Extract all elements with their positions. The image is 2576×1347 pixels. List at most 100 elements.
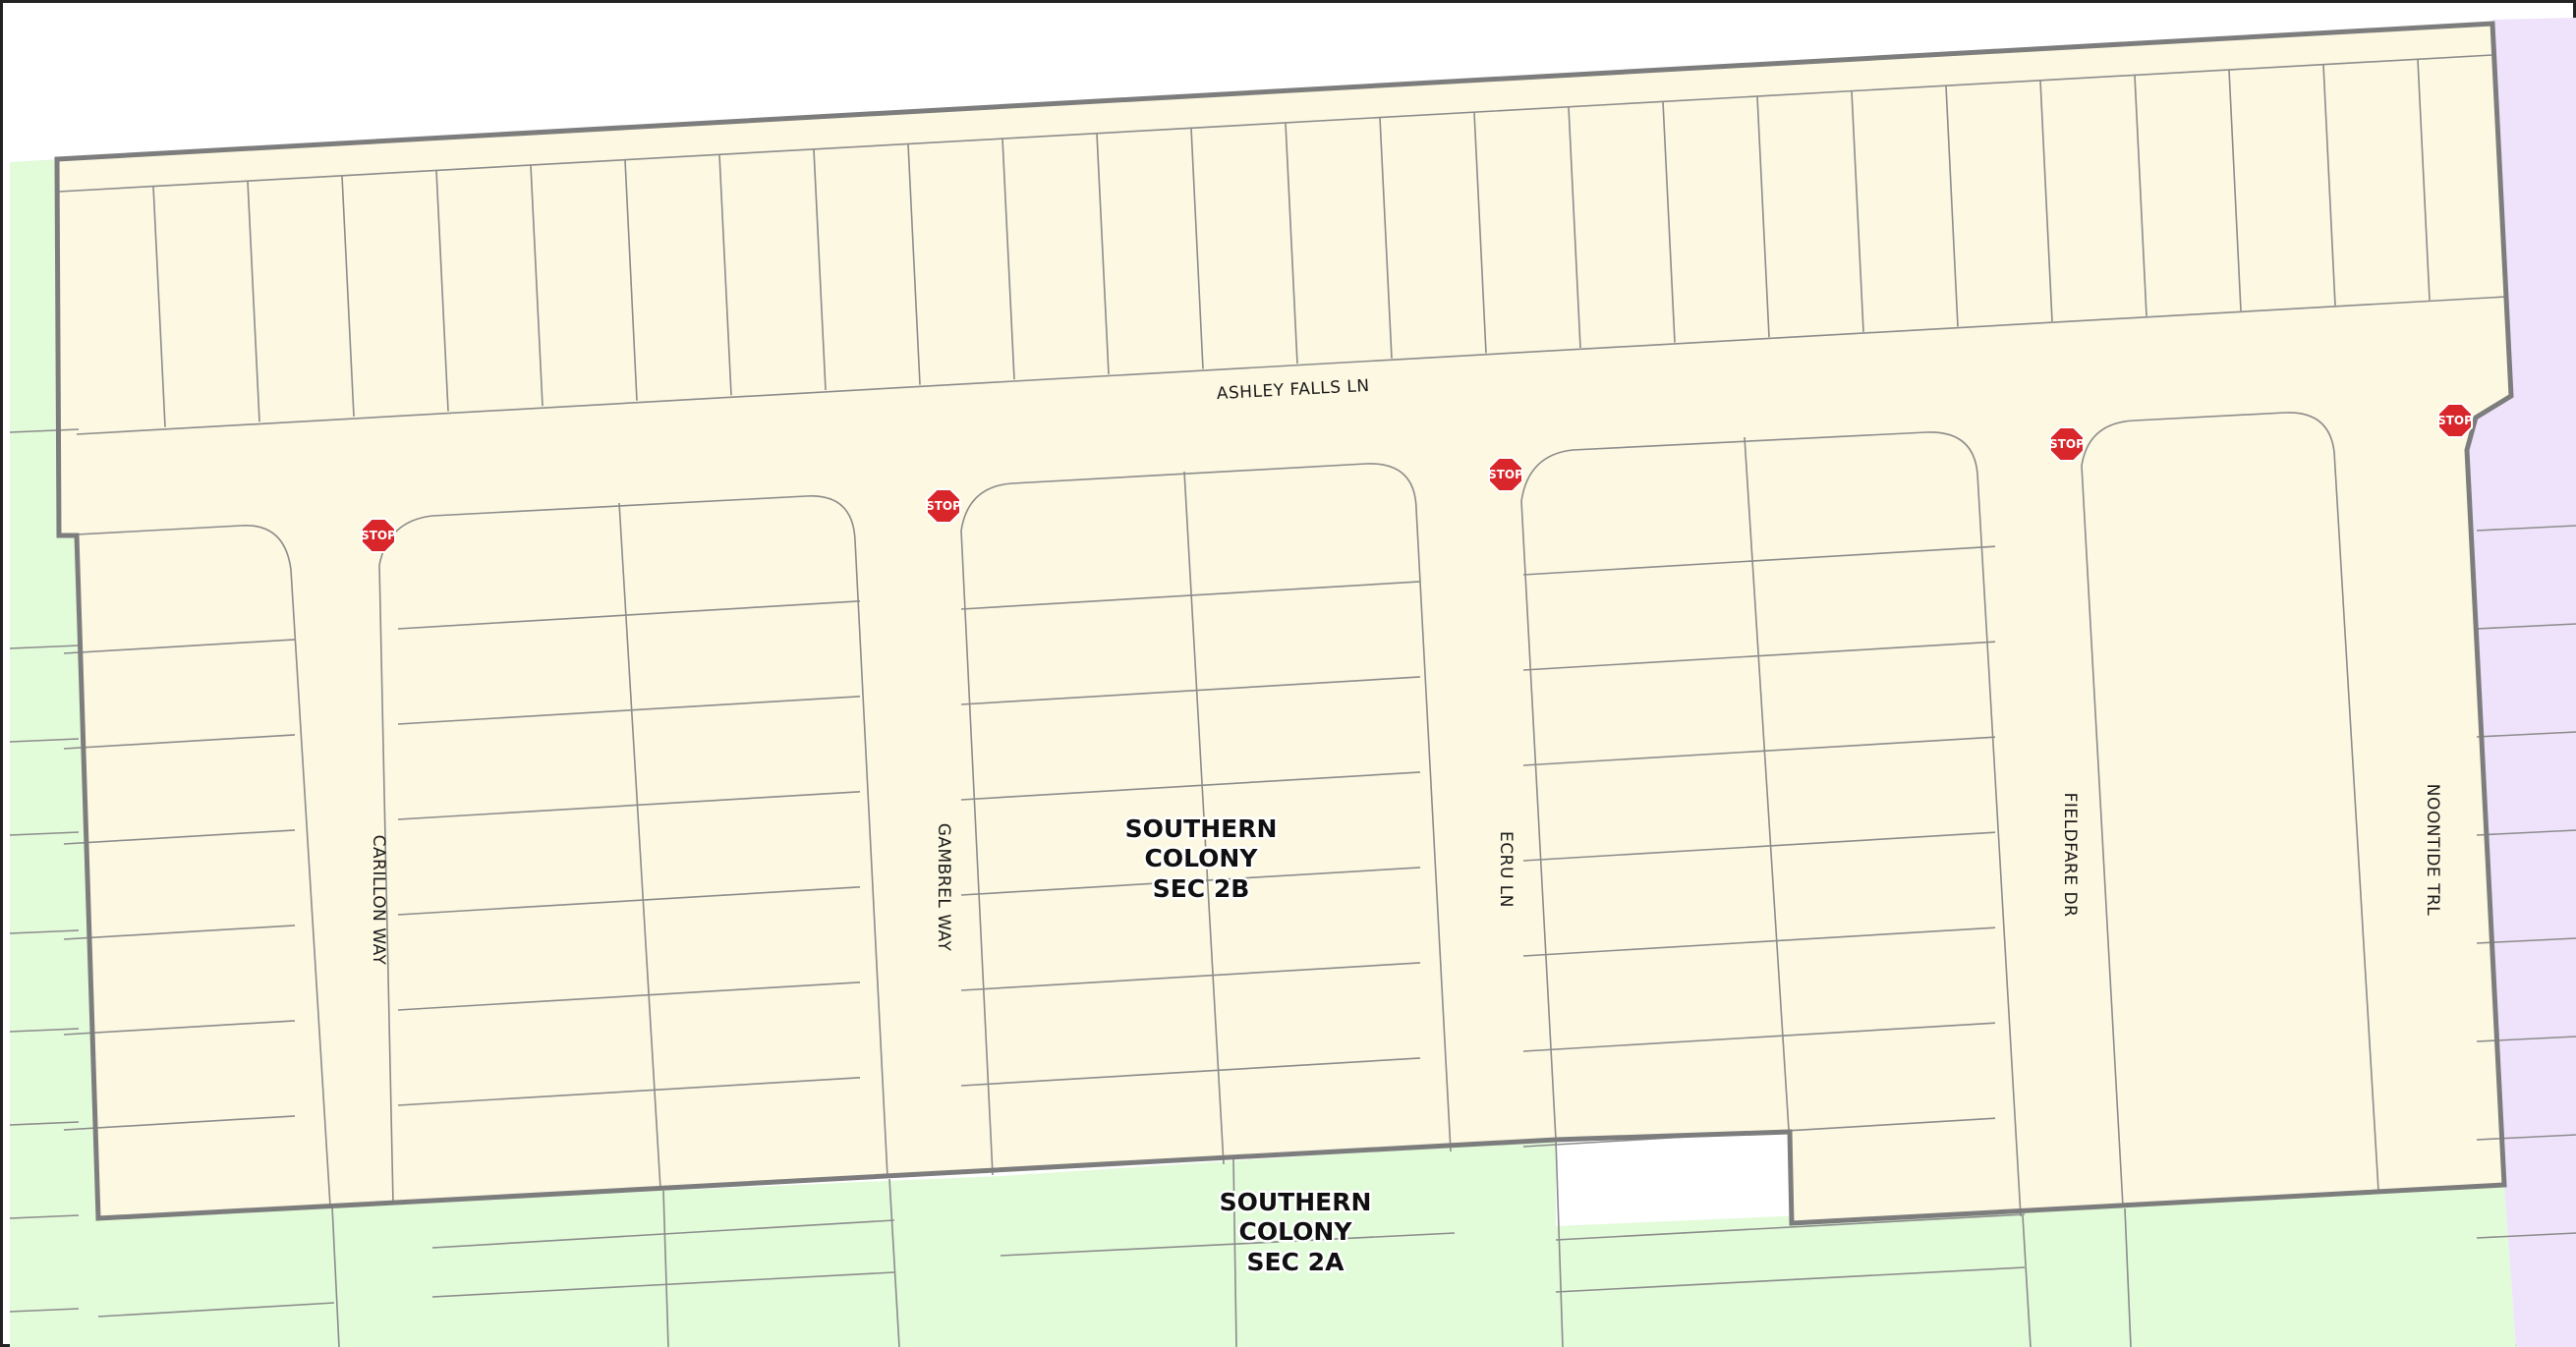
lot-line xyxy=(431,1271,895,1298)
stop-sign-label: STOP xyxy=(926,499,961,513)
lot-line xyxy=(1568,106,1581,349)
lot-line xyxy=(1945,85,1959,327)
sec-2a-label-line-1: SOUTHERN xyxy=(1220,1188,1372,1216)
lot-line xyxy=(63,1115,296,1131)
lot-line xyxy=(1522,736,1996,766)
lot-line xyxy=(2124,1207,2132,1347)
subdivision-label-sec-2b: SOUTHERN COLONY SEC 2B xyxy=(1122,813,1280,906)
lot-line xyxy=(2476,731,2576,738)
lot-line xyxy=(9,831,80,836)
lot-line xyxy=(1002,139,1015,380)
lot-line xyxy=(247,181,260,422)
lot-line xyxy=(63,1020,296,1036)
street-edge xyxy=(76,296,2507,435)
stop-sign-label: STOP xyxy=(2049,437,2085,451)
stop-sign-icon: STOP xyxy=(926,488,961,524)
lot-line xyxy=(9,645,80,649)
lot-line xyxy=(2134,75,2147,316)
lot-line xyxy=(718,154,732,396)
lot-line xyxy=(1555,1213,2026,1241)
stop-sign-label: STOP xyxy=(1488,468,1523,481)
lot-line xyxy=(9,1308,80,1313)
lot-line xyxy=(1851,90,1864,332)
lot-line xyxy=(58,54,2493,193)
lot-line xyxy=(2476,1232,2576,1239)
lot-line xyxy=(1183,471,1225,1165)
lot-line xyxy=(435,170,449,412)
lot-line xyxy=(2476,623,2576,630)
east-parcel-area xyxy=(2467,18,2576,1347)
lot-line xyxy=(813,148,827,391)
subdivision-label-sec-2a: SOUTHERN COLONY SEC 2A xyxy=(1217,1186,1374,1279)
street-label-noontide: NOONTIDE TRL xyxy=(2423,784,2442,917)
street-edge xyxy=(58,525,331,1207)
lot-line xyxy=(1662,101,1676,343)
lot-line xyxy=(2417,59,2431,301)
lot-line xyxy=(397,696,861,725)
lot-line xyxy=(341,175,355,417)
lot-line xyxy=(624,159,638,401)
street-edge xyxy=(960,463,1452,1176)
lot-line xyxy=(152,186,166,427)
lot-line xyxy=(907,143,921,385)
lot-line xyxy=(397,791,861,820)
lot-line xyxy=(530,165,544,407)
street-label-ecru: ECRU LN xyxy=(1496,831,1516,908)
lot-lines xyxy=(9,54,2576,1347)
sec-2b-boundary xyxy=(54,21,2514,1226)
lot-line xyxy=(1744,436,1790,1131)
sec-2a-area xyxy=(96,1140,2516,1347)
lot-line xyxy=(2039,81,2053,322)
lot-line xyxy=(1522,831,1996,862)
street-label-fieldfare: FIELDFARE DR xyxy=(2060,793,2080,918)
lot-line xyxy=(397,886,861,916)
stop-sign-label: STOP xyxy=(361,529,396,542)
lot-line xyxy=(1285,123,1298,365)
stop-sign-icon: STOP xyxy=(2049,426,2085,462)
lot-line xyxy=(1555,1139,1564,1347)
lot-line xyxy=(888,1178,900,1347)
lot-line xyxy=(97,1302,335,1318)
stop-sign-icon: STOP xyxy=(361,518,396,553)
lot-line xyxy=(960,867,1421,896)
lot-line xyxy=(1190,128,1204,369)
lot-line xyxy=(960,771,1421,801)
sec-2b-area xyxy=(57,24,2511,1223)
stop-sign-icon: STOP xyxy=(1488,457,1523,492)
west-parcel-area xyxy=(10,159,98,1347)
sec-2a-label-line-3: SEC 2A xyxy=(1247,1248,1345,1276)
sec-2a-label-line-2: COLONY xyxy=(1239,1217,1353,1246)
lot-line xyxy=(2476,1134,2576,1141)
street-edge xyxy=(1520,431,2022,1217)
sec-2b-label-line-1: SOUTHERN xyxy=(1125,814,1278,843)
sec-2b-label-line-3: SEC 2B xyxy=(1153,874,1250,903)
lot-line xyxy=(2476,829,2576,836)
lot-line xyxy=(397,1077,861,1106)
lot-line xyxy=(9,1028,80,1033)
lot-line xyxy=(1756,96,1770,338)
lot-line xyxy=(960,676,1421,705)
lot-line xyxy=(9,738,80,743)
lot-line xyxy=(662,1190,669,1347)
lot-line xyxy=(1555,1266,2026,1293)
street-edge xyxy=(2081,412,2379,1207)
lot-line xyxy=(431,1219,895,1249)
lot-line xyxy=(1473,112,1487,354)
lot-line xyxy=(2228,70,2242,311)
lot-line xyxy=(2476,525,2576,532)
lot-line xyxy=(9,1121,80,1126)
lot-line xyxy=(63,639,296,654)
lot-line xyxy=(1522,545,1996,576)
sec-2b-label-line-2: COLONY xyxy=(1145,844,1259,872)
lot-line xyxy=(618,502,661,1190)
lot-line xyxy=(2022,1214,2032,1347)
street-label-gambrel: GAMBREL WAY xyxy=(934,823,953,952)
stop-sign-label: STOP xyxy=(2437,414,2473,427)
stop-sign-icon: STOP xyxy=(2437,403,2473,438)
lot-line xyxy=(397,982,861,1011)
lot-line xyxy=(63,925,296,940)
lot-line xyxy=(1522,1022,1996,1052)
lot-line xyxy=(1000,1232,1456,1257)
